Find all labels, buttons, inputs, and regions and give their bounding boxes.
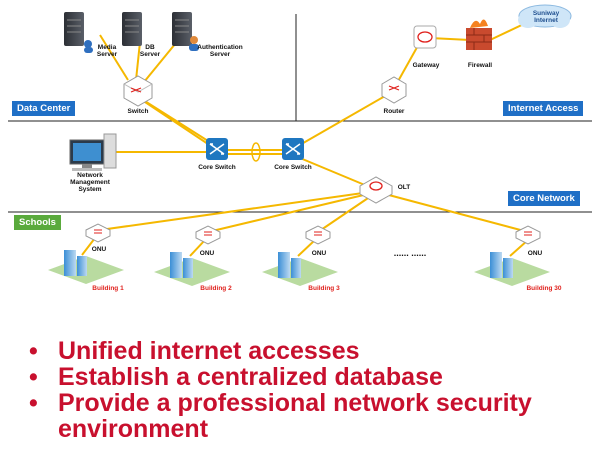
building-1-icon bbox=[48, 250, 124, 284]
router-icon bbox=[381, 76, 407, 104]
olt-icon bbox=[359, 176, 393, 204]
zone-schools: Schools bbox=[14, 215, 61, 230]
nms-label: Network Management System bbox=[70, 172, 110, 193]
core-switch-2-label: Core Switch bbox=[274, 164, 312, 171]
link-aggregation bbox=[251, 142, 261, 162]
core-switch-1-icon bbox=[206, 138, 228, 160]
benefits-list: Unified internet accesses Establish a ce… bbox=[22, 338, 592, 442]
firewall-label: Firewall bbox=[467, 62, 493, 69]
nms-computer-icon bbox=[69, 133, 117, 171]
onu-3-icon bbox=[305, 225, 331, 245]
onu-3-label: ONU bbox=[311, 250, 327, 257]
core-switch-2-icon bbox=[282, 138, 304, 160]
building-2-icon bbox=[154, 252, 230, 286]
media-server-label: Media Server bbox=[96, 44, 118, 58]
cloud-icon bbox=[518, 4, 572, 28]
network-diagram: Data Center Internet Access Core Network… bbox=[8, 4, 592, 292]
building-3-icon bbox=[262, 252, 338, 286]
gateway-icon bbox=[413, 25, 437, 49]
router-label: Router bbox=[383, 108, 405, 115]
onu-2-label: ONU bbox=[199, 250, 215, 257]
onu-1-icon bbox=[85, 223, 111, 243]
auth-server-label: Authentication Server bbox=[197, 44, 243, 58]
db-server-label: DB Server bbox=[139, 44, 161, 58]
building-30-label: Building 30 bbox=[526, 285, 562, 292]
internet-label: Suniway Internet bbox=[532, 10, 560, 24]
gateway-label: Gateway bbox=[412, 62, 440, 69]
switch-icon bbox=[123, 75, 153, 107]
diagram-canvas bbox=[8, 4, 592, 286]
zone-core-network: Core Network bbox=[508, 191, 580, 206]
ellipsis-label: ...... ...... bbox=[393, 248, 427, 258]
onu-30-icon bbox=[515, 225, 541, 245]
db-server-icon bbox=[122, 12, 142, 46]
zone-data-center: Data Center bbox=[12, 101, 76, 116]
media-server-icon bbox=[64, 12, 93, 53]
core-switch-1-label: Core Switch bbox=[198, 164, 236, 171]
onu-30-label: ONU bbox=[527, 250, 543, 257]
building-3-label: Building 3 bbox=[308, 285, 340, 292]
bullet-item: Provide a professional network security … bbox=[22, 390, 592, 442]
zone-internet-access: Internet Access bbox=[503, 101, 584, 116]
olt-label: OLT bbox=[397, 184, 411, 191]
onu-1-label: ONU bbox=[91, 246, 107, 253]
building-2-label: Building 2 bbox=[200, 285, 232, 292]
building-1-label: Building 1 bbox=[92, 285, 124, 292]
switch-label: Switch bbox=[127, 108, 149, 115]
bullet-item: Unified internet accesses bbox=[22, 338, 592, 364]
building-30-icon bbox=[474, 252, 550, 286]
onu-2-icon bbox=[195, 225, 221, 245]
bullet-item: Establish a centralized database bbox=[22, 364, 592, 390]
firewall-icon bbox=[466, 19, 492, 50]
auth-server-icon bbox=[172, 12, 199, 51]
